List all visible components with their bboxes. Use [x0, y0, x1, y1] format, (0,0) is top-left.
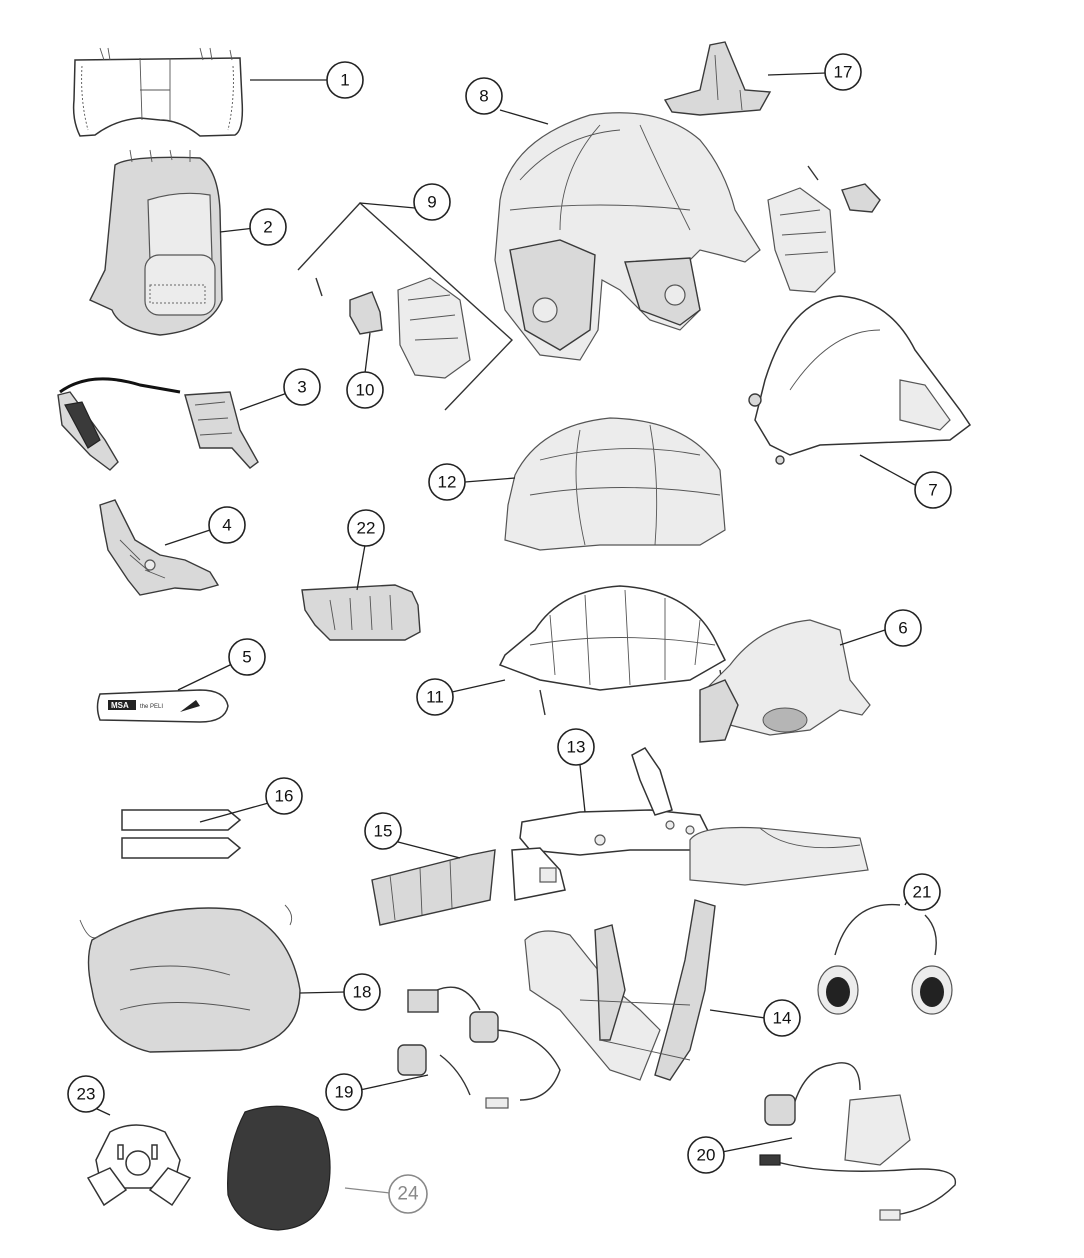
flashlight-model-label: the PELI: [140, 704, 163, 710]
side-mount-bracket: [767, 165, 881, 293]
callout-18: 18: [343, 973, 381, 1011]
part-1-neck-curtain: [72, 47, 244, 137]
part-11-cradle: [498, 585, 726, 716]
callout-3: 3: [283, 368, 321, 406]
part-13-harness: [511, 747, 711, 901]
svg-text:9: 9: [427, 193, 436, 212]
part-6-back-visor: [699, 619, 871, 743]
leader-lines: [94, 72, 916, 1194]
part-24-pad: [227, 1105, 331, 1231]
callout-12: 12: [428, 463, 466, 501]
callout-7: 7: [914, 471, 952, 509]
svg-text:12: 12: [438, 473, 457, 492]
svg-text:11: 11: [426, 688, 444, 707]
callout-6: 6: [884, 609, 922, 647]
part-4-bracket: [99, 499, 220, 596]
svg-text:2: 2: [263, 218, 272, 237]
part-8-helmet: [494, 112, 761, 361]
part-15-sweatband: [371, 849, 496, 926]
callout-19: 19: [325, 1073, 363, 1111]
callout-13: 13: [557, 728, 595, 766]
svg-text:1: 1: [340, 71, 349, 90]
part-16-strips: [121, 809, 242, 859]
part-23-plate: [86, 1124, 192, 1207]
callout-4: 4: [208, 506, 246, 544]
callout-14: 14: [763, 999, 801, 1037]
svg-text:5: 5: [242, 648, 251, 667]
callout-21: 21: [903, 873, 941, 911]
part-22-clip: [301, 584, 421, 641]
svg-text:15: 15: [374, 822, 393, 841]
svg-text:3: 3: [297, 378, 306, 397]
part-21-headset: [817, 903, 953, 1015]
callout-2: 2: [249, 208, 287, 246]
part-7-face-shield: [748, 295, 972, 465]
callout-8: 8: [465, 77, 503, 115]
svg-text:8: 8: [479, 87, 488, 106]
part-2-hood: [89, 149, 223, 336]
svg-text:16: 16: [275, 787, 294, 806]
svg-text:10: 10: [356, 381, 375, 400]
svg-text:22: 22: [357, 519, 376, 538]
callout-9: 9: [413, 183, 451, 221]
svg-text:20: 20: [697, 1146, 716, 1165]
part-3-cable-lamp: [57, 377, 259, 471]
svg-text:6: 6: [898, 619, 907, 638]
callout-16: 16: [265, 777, 303, 815]
part-19-comm-set: [397, 986, 561, 1109]
part-5-flashlight: MSA the PELI: [96, 689, 229, 723]
svg-text:13: 13: [567, 738, 586, 757]
callout-5: 5: [228, 638, 266, 676]
svg-text:23: 23: [77, 1085, 96, 1104]
flashlight-brand-label: MSA: [111, 701, 129, 710]
svg-text:7: 7: [928, 481, 937, 500]
part-17-visor-guide: [663, 41, 772, 116]
svg-text:21: 21: [913, 883, 932, 902]
callout-1: 1: [326, 61, 364, 99]
callout-22: 22: [347, 509, 385, 547]
svg-text:24: 24: [397, 1184, 419, 1205]
callout-23: 23: [67, 1075, 105, 1113]
part-20-headset-mic: [759, 1062, 957, 1221]
svg-text:14: 14: [773, 1009, 792, 1028]
part-14-chin-strap: [524, 899, 716, 1081]
callout-17: 17: [824, 53, 862, 91]
part-13-headband-loop: [689, 826, 869, 886]
svg-text:4: 4: [222, 516, 231, 535]
svg-text:18: 18: [353, 983, 372, 1002]
svg-text:17: 17: [834, 63, 853, 82]
callout-24: 24: [388, 1174, 428, 1214]
callouts: 1 2 3 4 5 6 7 8 9 10 11 12 13 14 15 16 1…: [67, 53, 952, 1214]
part-12-liner: [504, 417, 726, 551]
callout-11: 11: [416, 678, 454, 716]
callout-20: 20: [687, 1136, 725, 1174]
callout-15: 15: [364, 812, 402, 850]
part-18-bag: [79, 904, 301, 1053]
svg-text:19: 19: [335, 1083, 354, 1102]
part-9-bracket-assembly: [297, 202, 514, 411]
callout-10: 10: [346, 371, 384, 409]
